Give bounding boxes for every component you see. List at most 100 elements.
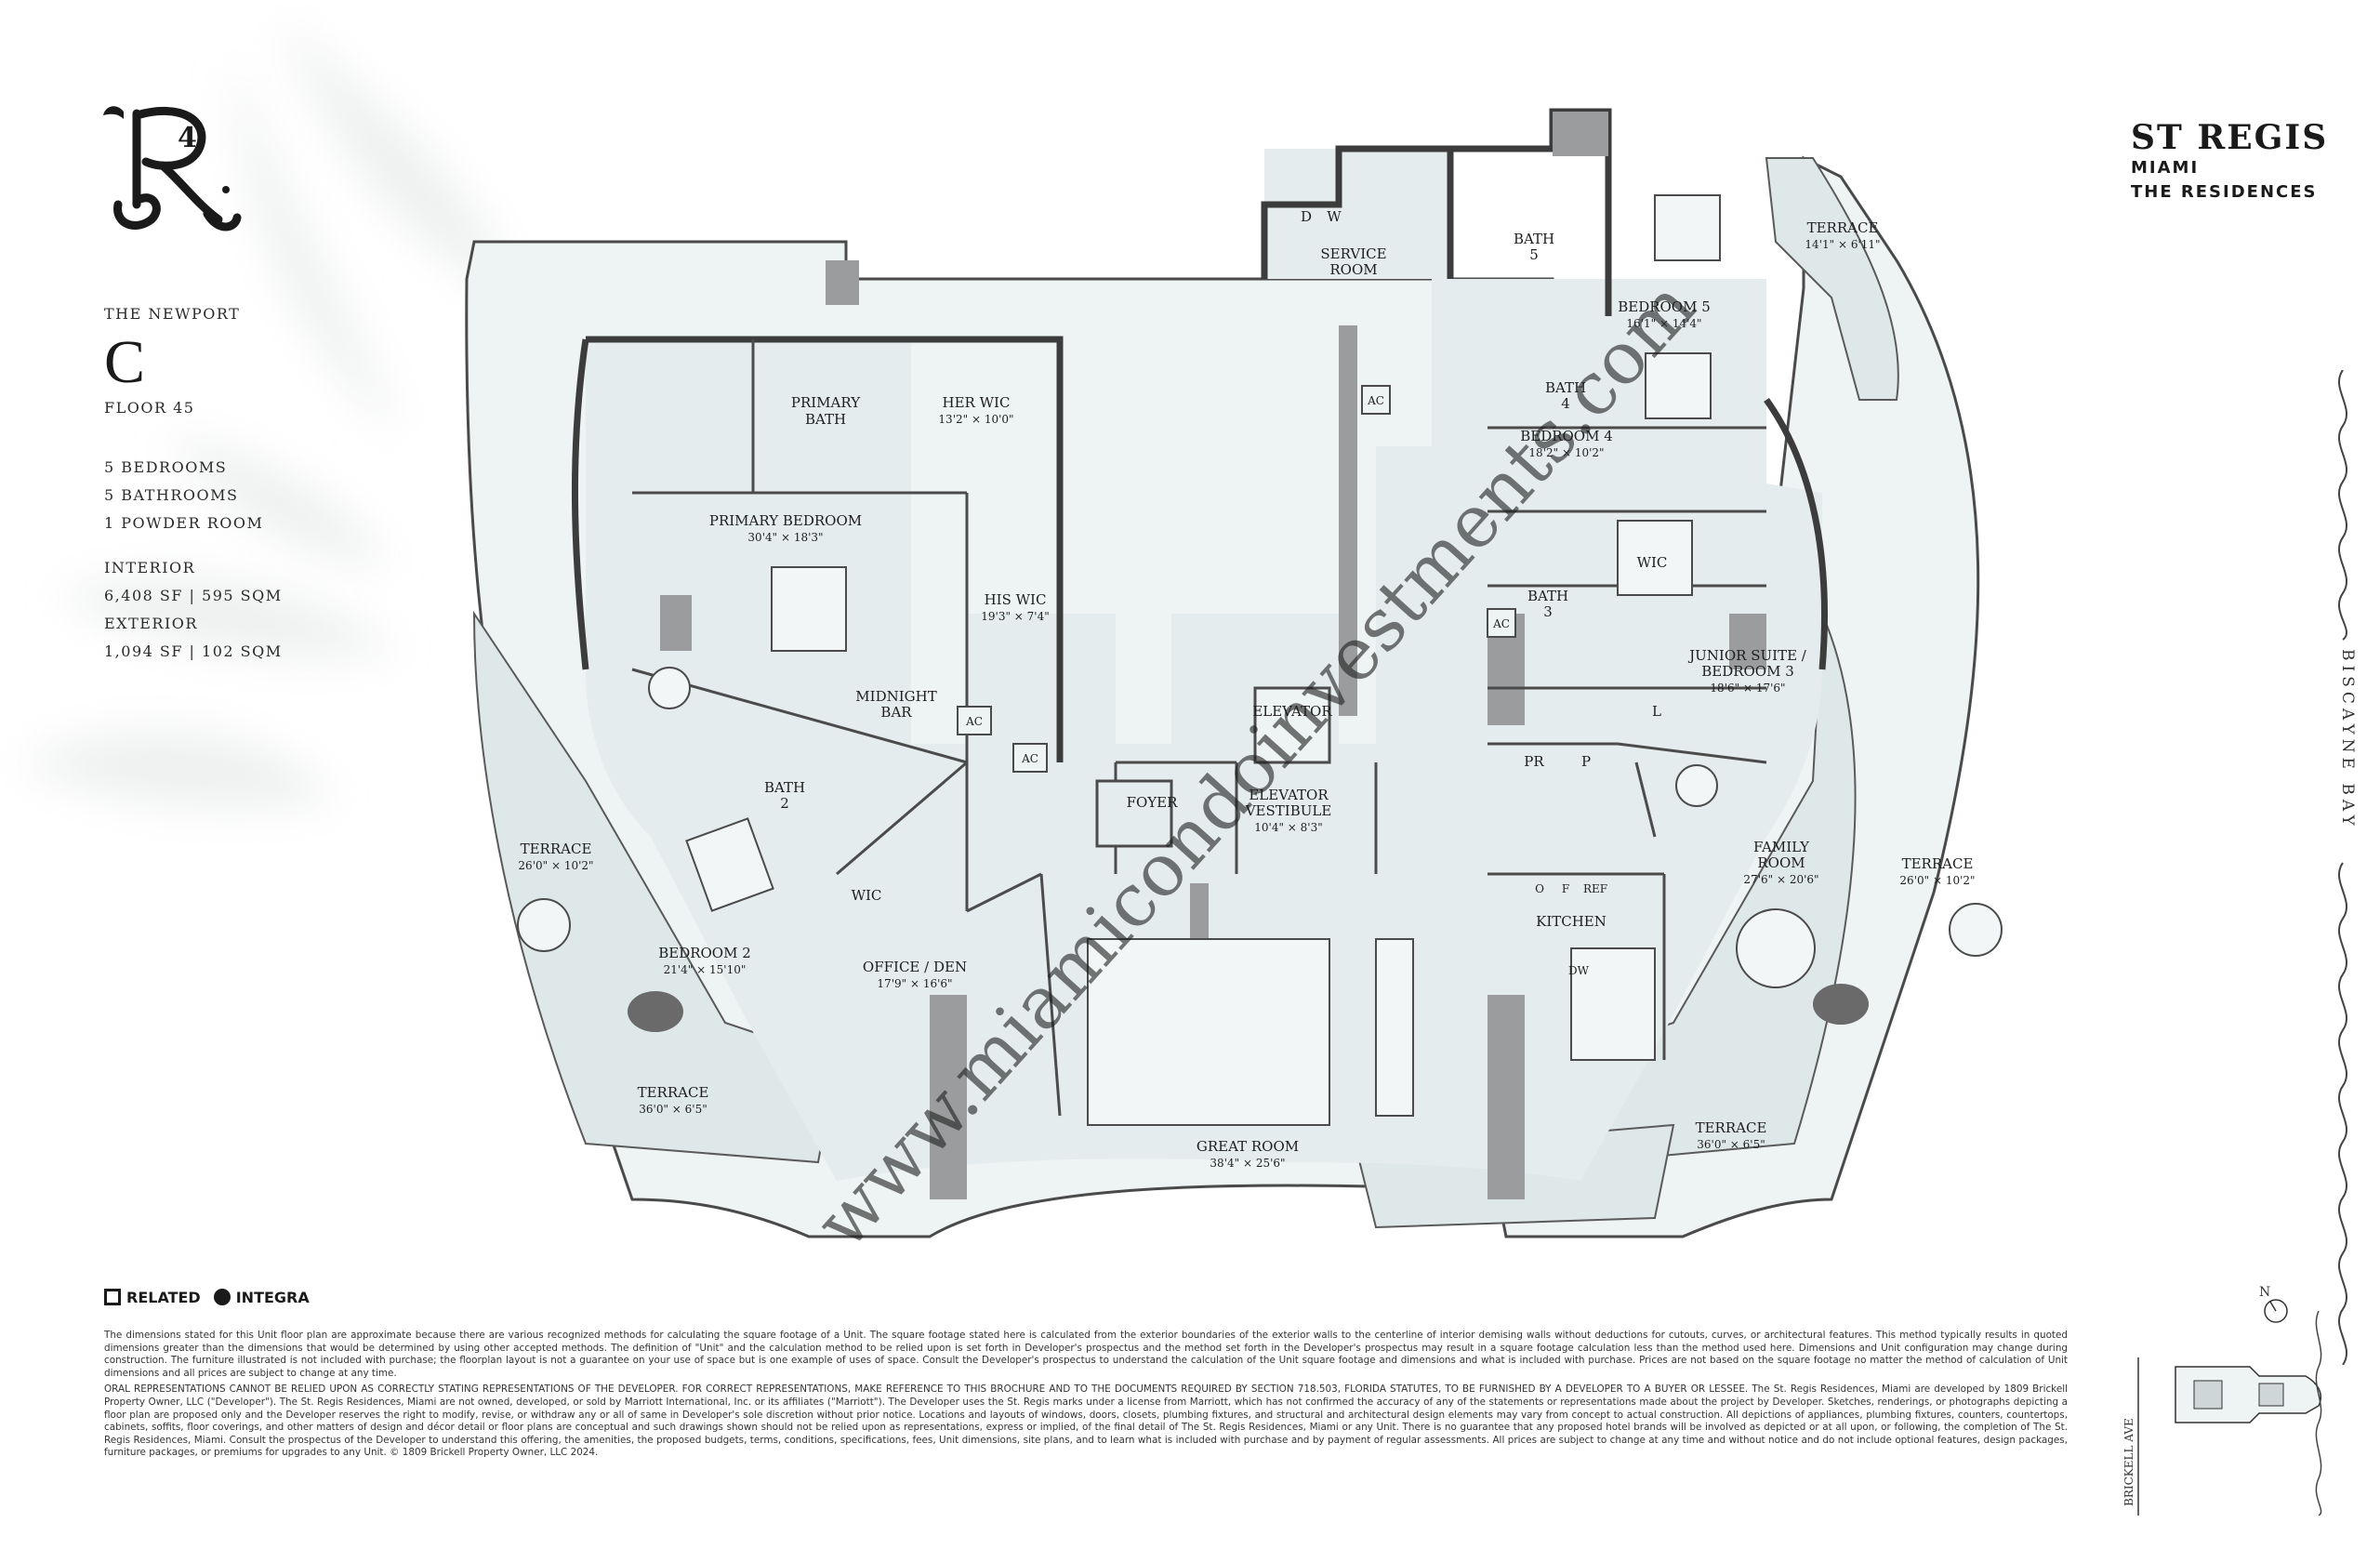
room-label-family-room-2: ROOM [1757, 854, 1805, 871]
integra-label: INTEGRA [235, 1288, 310, 1306]
terrace-planters [628, 984, 1869, 1032]
appliance-freezer: F [1562, 882, 1569, 895]
brand-subtitle: THE RESIDENCES [2131, 182, 2318, 202]
room-label-great-room: GREAT ROOM [1197, 1138, 1299, 1155]
north-indicator: N [2259, 1285, 2270, 1300]
ac-label-2: AC [1021, 752, 1038, 765]
room-label-bath-2: BATH [764, 779, 805, 796]
room-dim-elevator-vestibule: 10'4" × 8'3" [1254, 821, 1323, 834]
room-label-wic-3: WIC [1637, 554, 1668, 571]
room-dim-family-room: 27'6" × 20'6" [1743, 873, 1818, 886]
site-key-map: N BRICKELL AVE [2122, 1285, 2322, 1516]
room-dim-terrace-northeast: 14'1" × 6'11" [1805, 238, 1880, 251]
related-square-icon [104, 1289, 121, 1305]
room-label-kitchen: KITCHEN [1536, 913, 1606, 930]
unit-letter: C [104, 328, 146, 396]
room-dim-terrace-southwest: 36'0" × 6'5" [639, 1103, 707, 1116]
room-dim-great-room: 38'4" × 25'6" [1210, 1157, 1285, 1170]
room-dim-primary-bedroom: 30'4" × 18'3" [747, 531, 823, 544]
room-label-terrace-east: TERRACE [1902, 855, 1974, 872]
room-dim-terrace-east: 26'0" × 10'2" [1899, 874, 1975, 887]
street-label: BRICKELL AVE [2122, 1418, 2135, 1506]
collection-name: THE NEWPORT [104, 305, 241, 323]
room-label-bath-5: BATH [1514, 231, 1554, 247]
primary-bed [771, 566, 847, 652]
terrace-round-tables [517, 667, 2003, 988]
room-label-elevator: ELEVATOR [1252, 703, 1332, 720]
room-label-bath-4: BATH [1545, 379, 1586, 396]
disclaimer-paragraph-2: ORAL REPRESENTATIONS CANNOT BE RELIED UP… [104, 1384, 2068, 1459]
kitchen-island [1570, 947, 1656, 1061]
room-label-her-wic: HER WIC [943, 394, 1011, 411]
appliance-dryer: D [1301, 208, 1312, 225]
terrace-northeast [1765, 157, 1899, 401]
room-label-his-wic: HIS WIC [985, 591, 1047, 608]
room-label-bedroom-4: BEDROOM 4 [1520, 428, 1613, 444]
integra-logo: INTEGRA [213, 1288, 310, 1306]
exterior-label: EXTERIOR [104, 615, 198, 632]
bathroom-count: 5 BATHROOMS [104, 486, 239, 504]
appliance-refrigerator: REF [1583, 882, 1607, 895]
structural-columns [660, 112, 1766, 1199]
disclaimer-paragraph-1: The dimensions stated for this Unit floo… [104, 1330, 2068, 1379]
bedroom2-bed [685, 817, 774, 912]
room-dim-terrace-southeast: 36'0" × 6'5" [1697, 1138, 1765, 1151]
room-label-terrace-west: TERRACE [521, 841, 592, 857]
room-label-bath-2-num: 2 [780, 795, 789, 812]
appliance-dishwasher: DW [1568, 964, 1590, 977]
biscayne-bay-shoreline [2337, 370, 2348, 1365]
biscayne-bay-label: BISCAYNE BAY [2338, 648, 2357, 830]
ac-label-3: AC [1367, 394, 1384, 407]
room-label-elevator-vestibule-2: VESTIBULE [1245, 802, 1332, 819]
room-labels: PRIMARY BATH HER WIC 13'2" × 10'0" PRIMA… [518, 208, 1975, 1170]
terrace-east [1560, 613, 1857, 1164]
interior-label: INTERIOR [104, 559, 196, 576]
bedroom5-bed [1654, 194, 1721, 261]
related-logo: RELATED [104, 1289, 201, 1306]
room-dim-office: 17'9" × 16'6" [877, 977, 952, 990]
appliance-washer: W [1327, 208, 1342, 225]
room-label-terrace-northeast: TERRACE [1807, 219, 1879, 236]
related-label: RELATED [126, 1288, 201, 1306]
room-label-service-room: SERVICE [1320, 245, 1386, 262]
room-label-primary-bedroom: PRIMARY BEDROOM [709, 512, 862, 529]
brand-block: ST REGIS MIAMI THE RESIDENCES [2131, 119, 2354, 205]
integra-circle-icon [213, 1289, 231, 1305]
room-label-foyer: FOYER [1127, 794, 1179, 811]
elevator-shaft [1253, 686, 1331, 764]
room-label-bedroom-5: BEDROOM 5 [1618, 298, 1711, 315]
room-dim-junior-suite: 18'6" × 17'6" [1710, 682, 1785, 695]
room-label-powder-room: PR [1524, 753, 1544, 770]
room-label-junior-suite: JUNIOR SUITE / [1687, 647, 1807, 664]
foyer-box [1095, 779, 1173, 848]
bedroom4-bed [1645, 352, 1712, 419]
room-label-linen: L [1652, 703, 1661, 720]
room-label-wic: WIC [852, 887, 882, 904]
powder-room-count: 1 POWDER ROOM [104, 514, 264, 532]
room-label-bedroom-2: BEDROOM 2 [658, 945, 751, 961]
legal-disclaimer: The dimensions stated for this Unit floo… [104, 1330, 2068, 1460]
room-label-service-room-2: ROOM [1329, 261, 1377, 278]
room-label-pantry: P [1581, 753, 1591, 770]
unit-area: INTERIOR 6,408 SF | 595 SQM EXTERIOR 1,0… [104, 554, 383, 666]
room-label-midnight-bar-2: BAR [880, 704, 912, 721]
floor-plan: PRIMARY BATH HER WIC 13'2" × 10'0" PRIMA… [465, 108, 2003, 1264]
bedroom-count: 5 BEDROOMS [104, 458, 228, 476]
room-label-office: OFFICE / DEN [863, 959, 967, 975]
room-dim-terrace-west: 26'0" × 10'2" [518, 859, 593, 872]
st-regis-monogram-logo: 4 [103, 106, 242, 232]
room-label-midnight-bar: MIDNIGHT [855, 688, 936, 705]
room-dim-bedroom-4: 18'2" × 10'2" [1528, 446, 1604, 459]
interior-floor [586, 149, 1822, 1181]
room-label-bath-5-num: 5 [1529, 246, 1539, 263]
unit-specs: 5 BEDROOMS 5 BATHROOMS 1 POWDER ROOM [104, 454, 383, 537]
room-label-bath-4-num: 4 [1561, 395, 1570, 412]
floor-number: FLOOR 45 [104, 399, 195, 417]
room-dim-bedroom-5: 16'1" × 14'4" [1626, 317, 1701, 330]
room-label-primary-bath: PRIMARY [791, 394, 861, 411]
room-label-junior-suite-2: BEDROOM 3 [1701, 663, 1794, 680]
dining-table [1375, 938, 1414, 1117]
unit-info-panel: THE NEWPORT C FLOOR 45 5 BEDROOMS 5 BATH… [104, 305, 383, 666]
room-label-elevator-vestibule: ELEVATOR [1249, 787, 1329, 803]
exterior-area: 1,094 SF | 102 SQM [104, 642, 283, 660]
